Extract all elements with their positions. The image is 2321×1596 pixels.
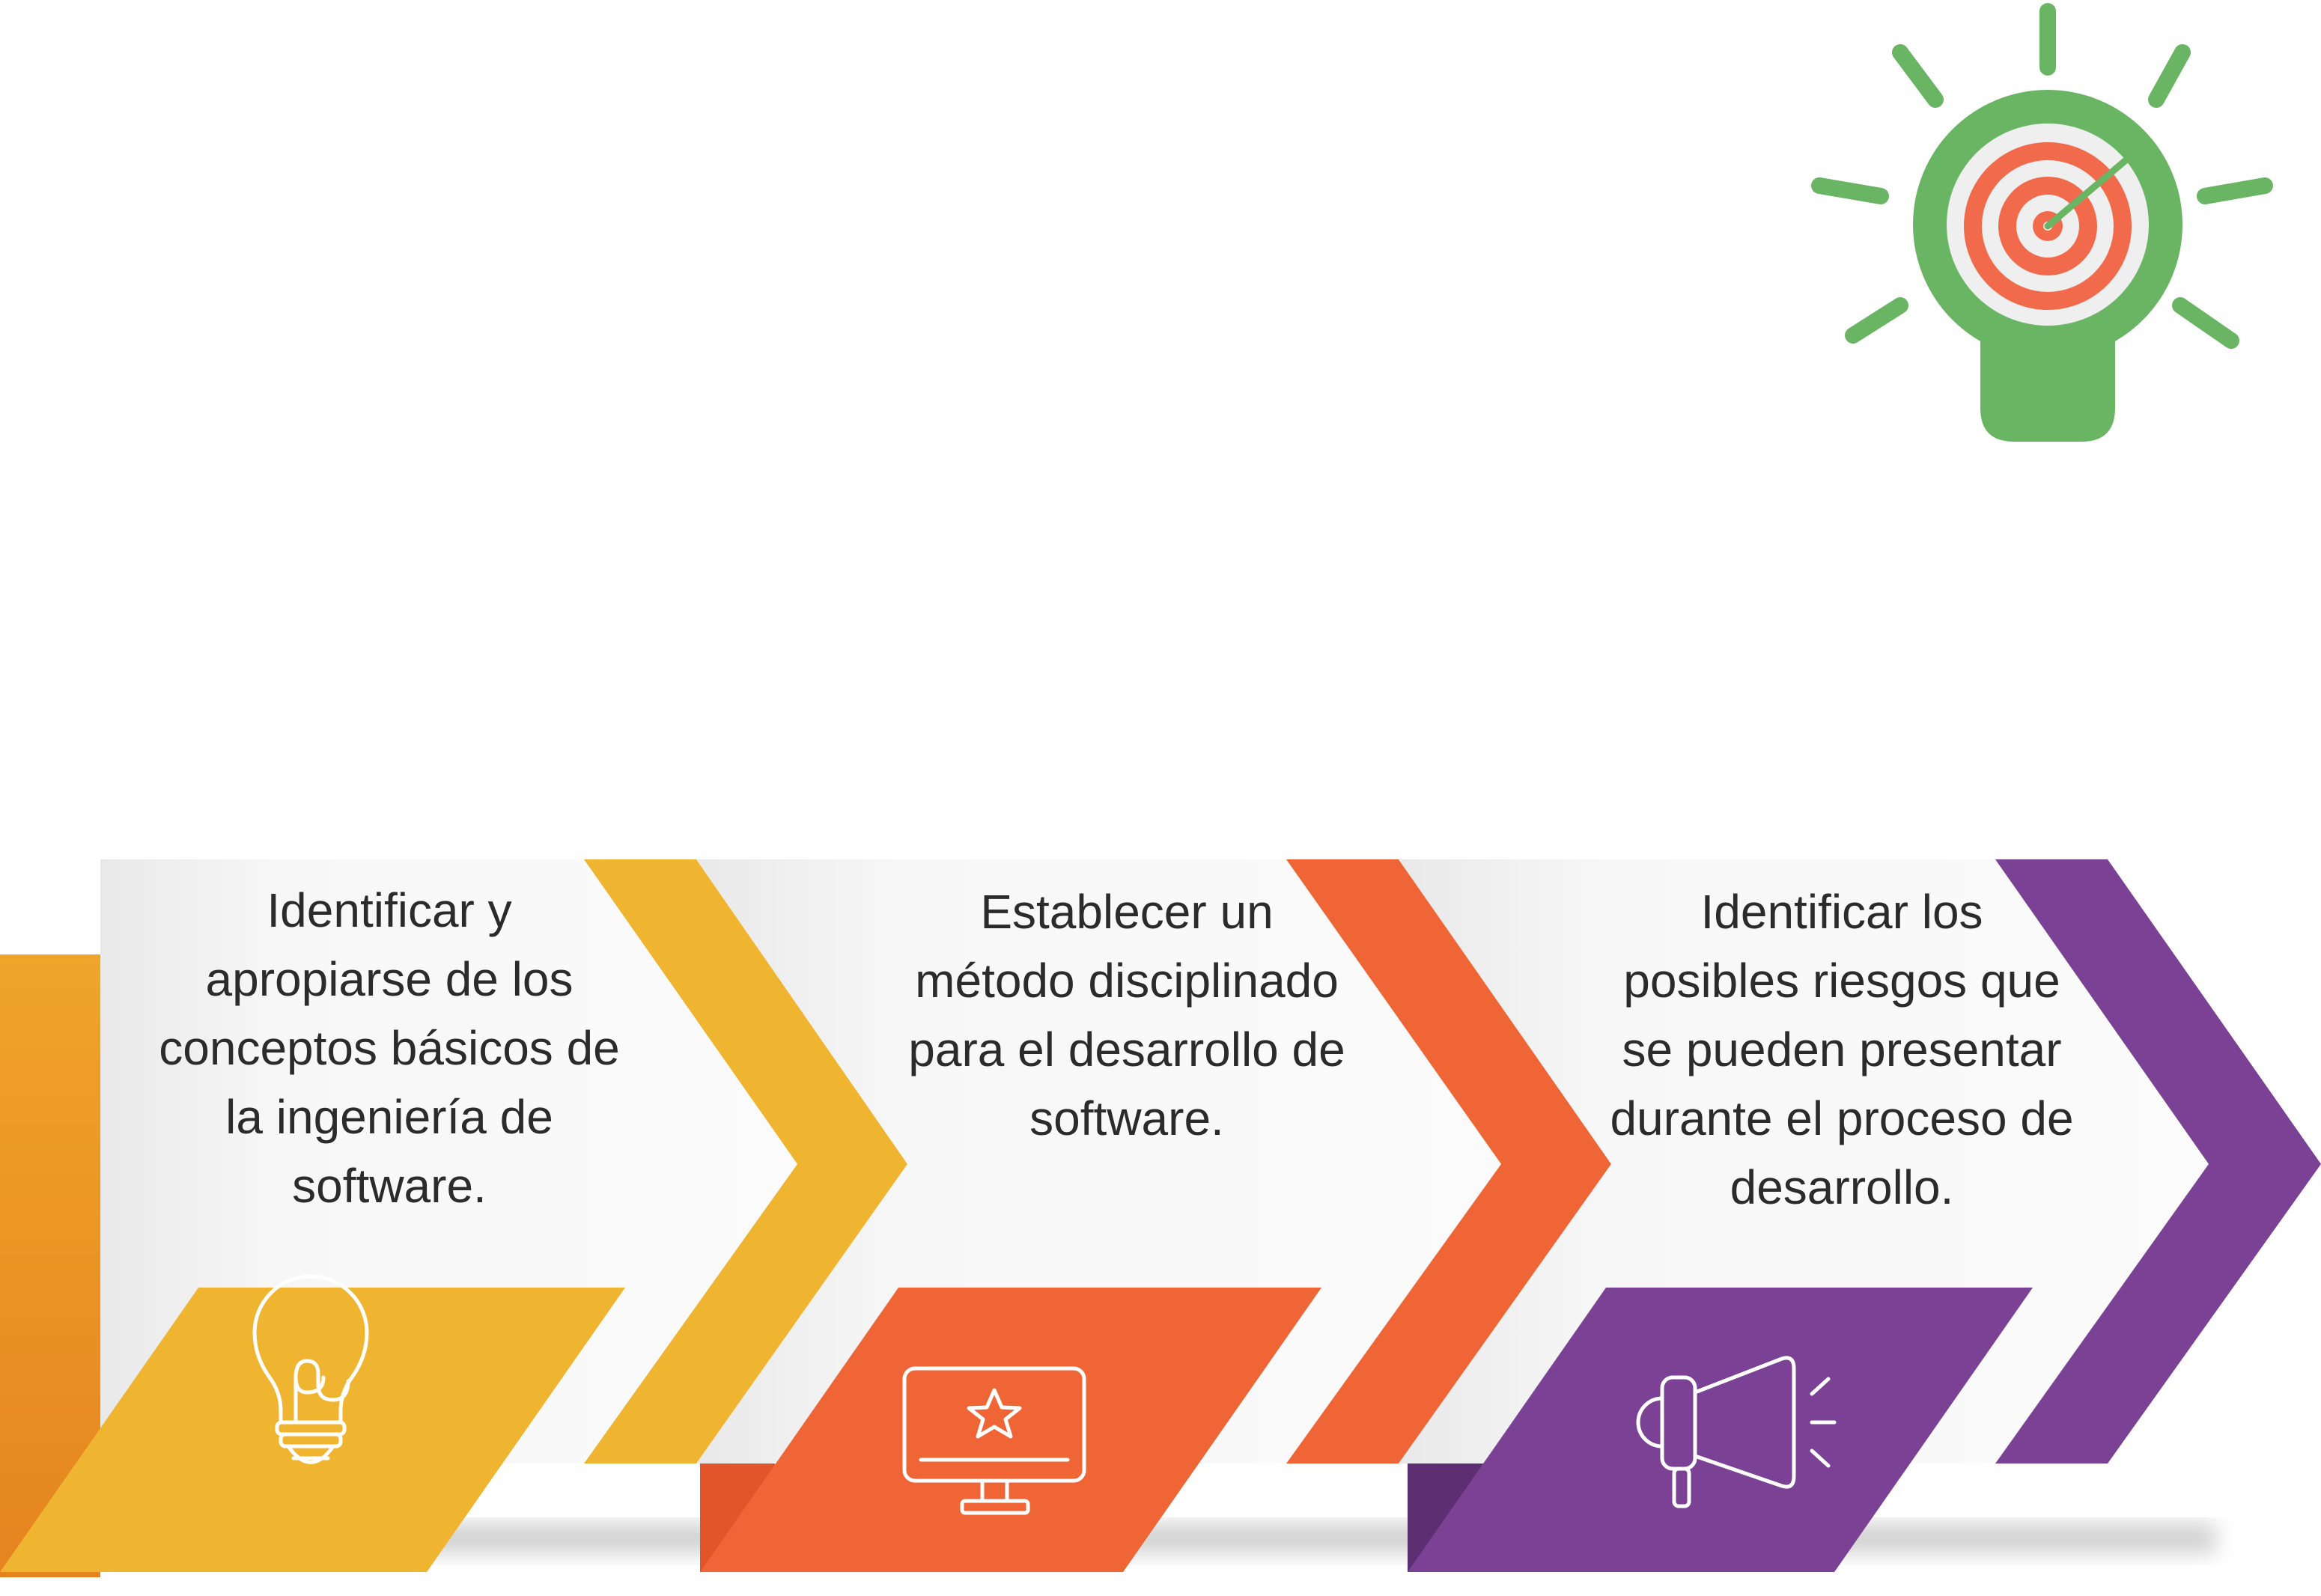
step-1-text: Identificar y apropiarse de los concepto… — [159, 883, 620, 1213]
step-2-shape — [696, 859, 1611, 1572]
monitor-star-icon — [902, 1366, 1086, 1515]
megaphone-icon — [1636, 1356, 1837, 1508]
step-1-shape — [0, 859, 907, 1572]
lightbulb-icon — [252, 1274, 369, 1464]
step-3-shape — [1399, 859, 2321, 1572]
step-2-text: Establecer un método disciplinado para e… — [908, 885, 1345, 1145]
lightbulb-target-icon — [1811, 3, 2273, 442]
step-3-text: Identificar los posibles riesgos que se … — [1610, 885, 2074, 1214]
